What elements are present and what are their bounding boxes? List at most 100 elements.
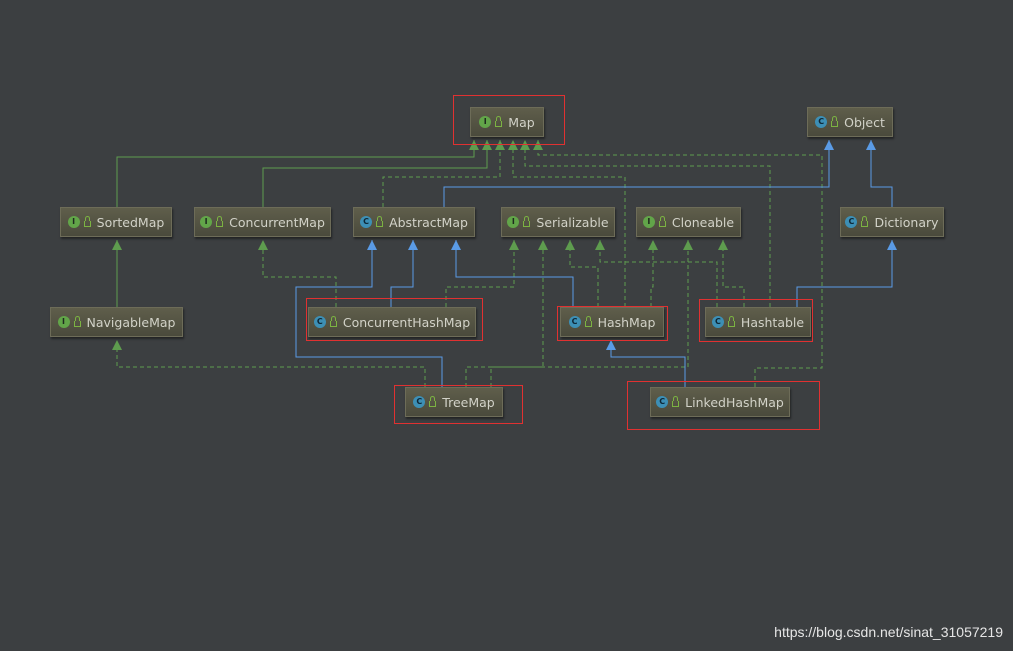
class-icon: C <box>313 316 326 328</box>
edge-hashmap-to-cloneable <box>650 240 654 307</box>
arrowhead-hashtable-to-serializable <box>595 240 605 250</box>
node-label: Dictionary <box>874 214 939 230</box>
node-dictionary[interactable]: C Dictionary <box>840 207 944 237</box>
node-label: Hashtable <box>740 314 805 330</box>
public-visibility-icon <box>329 316 337 327</box>
public-visibility-icon <box>861 216 869 227</box>
edge-treemap-to-navigablemap <box>116 340 426 387</box>
arrowhead-navigablemap-to-sortedmap <box>112 240 122 250</box>
highlight-box-map <box>453 95 565 145</box>
arrowhead-treemap-to-cloneable <box>683 240 693 250</box>
interface-icon: I <box>507 216 520 228</box>
edge-treemap-to-abstractmap <box>295 240 443 387</box>
edge-hashmap-to-serializable <box>569 240 599 307</box>
arrowhead-linkedhashmap-to-map <box>533 140 543 150</box>
arrowhead-hashtable-to-map <box>520 140 530 150</box>
arrowhead-dictionary-to-object <box>866 140 876 150</box>
highlight-box-hashmap <box>557 306 668 341</box>
public-visibility-icon <box>584 316 592 327</box>
class-icon: C <box>568 316 581 328</box>
public-visibility-icon <box>376 216 384 227</box>
arrowhead-hashtable-to-dictionary <box>887 240 897 250</box>
node-label: Serializable <box>536 214 609 230</box>
edge-hashtable-to-dictionary <box>796 240 893 307</box>
arrowhead-concurrentmap-to-map <box>482 140 492 150</box>
arrowhead-abstractmap-to-map <box>495 140 505 150</box>
public-visibility-icon <box>216 216 224 227</box>
node-label: HashMap <box>597 314 656 330</box>
arrowhead-hashmap-to-serializable <box>565 240 575 250</box>
edge-abstractmap-to-map <box>382 140 501 207</box>
interface-icon: I <box>200 216 213 228</box>
node-label: Map <box>508 114 535 130</box>
arrowhead-hashtable-to-cloneable <box>718 240 728 250</box>
class-icon: C <box>815 116 828 128</box>
public-visibility-icon <box>73 316 81 327</box>
interface-icon: I <box>57 316 70 328</box>
arrowhead-concurrenthashmap-to-serializable <box>509 240 519 250</box>
node-cloneable[interactable]: I Cloneable <box>636 207 741 237</box>
interface-icon: I <box>67 216 80 228</box>
edge-hashtable-to-cloneable <box>722 240 745 307</box>
class-icon: C <box>413 396 426 408</box>
watermark: https://blog.csdn.net/sinat_31057219 <box>774 624 1003 640</box>
node-concurrenthashmap[interactable]: C ConcurrentHashMap <box>308 307 476 337</box>
arrowhead-treemap-to-navigablemap <box>112 340 122 350</box>
highlight-box-hashtable <box>699 299 813 342</box>
edge-sortedmap-to-map <box>116 140 475 207</box>
arrowhead-abstractmap-to-object <box>824 140 834 150</box>
edge-linkedhashmap-to-hashmap <box>610 340 686 387</box>
edge-concurrenthashmap-to-concurrentmap <box>262 240 337 307</box>
node-label: ConcurrentHashMap <box>342 314 471 330</box>
interface-icon: I <box>479 116 492 128</box>
edge-concurrentmap-to-map <box>262 140 488 207</box>
class-icon: C <box>656 396 669 408</box>
node-sortedmap[interactable]: I SortedMap <box>60 207 172 237</box>
edge-hashmap-to-abstractmap <box>455 240 574 307</box>
node-object[interactable]: C Object <box>807 107 893 137</box>
public-visibility-icon <box>495 116 503 127</box>
node-label: ConcurrentMap <box>229 214 325 230</box>
edge-treemap-to-serializable <box>465 240 544 387</box>
edge-hashtable-to-serializable <box>599 240 718 307</box>
edge-concurrenthashmap-to-abstractmap <box>390 240 414 307</box>
node-concurrentmap[interactable]: I ConcurrentMap <box>194 207 331 237</box>
arrowhead-concurrenthashmap-to-abstractmap <box>408 240 418 250</box>
arrowhead-sortedmap-to-map <box>469 140 479 150</box>
public-visibility-icon <box>523 216 531 227</box>
node-label: LinkedHashMap <box>685 394 784 410</box>
public-visibility-icon <box>831 116 839 127</box>
node-label: Cloneable <box>671 214 735 230</box>
public-visibility-icon <box>672 396 680 407</box>
node-label: AbstractMap <box>389 214 468 230</box>
node-hashmap[interactable]: C HashMap <box>560 307 664 337</box>
abstract-class-icon: C <box>845 216 858 228</box>
edge-hashmap-to-map <box>512 140 626 307</box>
edge-linkedhashmap-to-map <box>537 140 823 387</box>
node-label: SortedMap <box>96 214 165 230</box>
edge-hashtable-to-map <box>524 140 771 307</box>
highlight-box-treemap <box>394 385 523 424</box>
arrowhead-linkedhashmap-to-hashmap <box>606 340 616 350</box>
edge-dictionary-to-object <box>870 140 893 207</box>
public-visibility-icon <box>727 316 735 327</box>
edge-abstractmap-to-object <box>443 140 830 207</box>
public-visibility-icon <box>658 216 666 227</box>
node-linkedhashmap[interactable]: C LinkedHashMap <box>650 387 790 417</box>
highlight-box-concurrenthashmap <box>306 298 483 341</box>
node-label: TreeMap <box>442 394 495 410</box>
node-treemap[interactable]: C TreeMap <box>405 387 503 417</box>
arrowhead-treemap-to-abstractmap <box>367 240 377 250</box>
public-visibility-icon <box>429 396 437 407</box>
arrowhead-concurrenthashmap-to-concurrentmap <box>258 240 268 250</box>
node-serializable[interactable]: I Serializable <box>501 207 615 237</box>
highlight-box-linkedhashmap <box>627 381 820 430</box>
edge-concurrenthashmap-to-serializable <box>445 240 515 307</box>
node-label: Object <box>844 114 885 130</box>
node-map[interactable]: I Map <box>470 107 544 137</box>
interface-icon: I <box>642 216 655 228</box>
